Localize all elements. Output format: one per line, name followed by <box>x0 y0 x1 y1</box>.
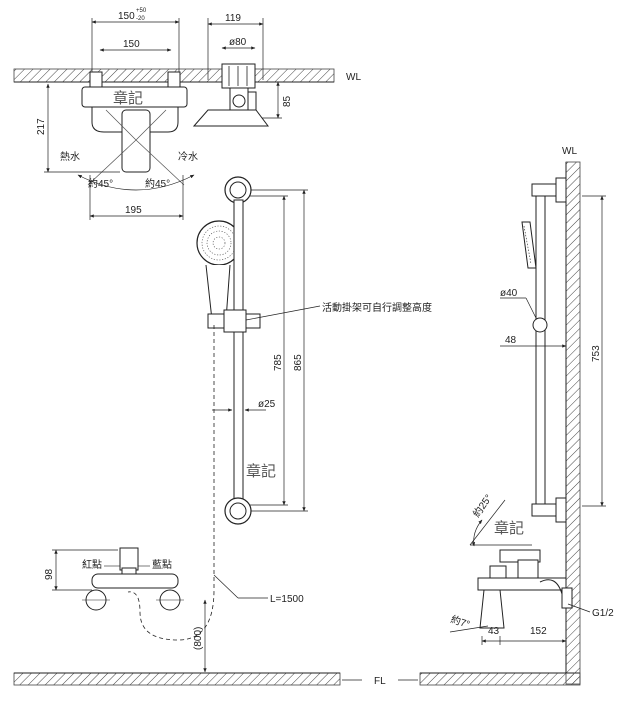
lever-handle-top <box>121 109 151 173</box>
wl-label-side: WL <box>562 146 577 157</box>
hot-label: 熱水 <box>60 150 80 163</box>
stamp-top: 章記 <box>113 89 143 107</box>
dim-195: 195 <box>125 205 142 216</box>
wl-label-top: WL <box>346 72 361 83</box>
dim-85: 85 <box>282 95 293 107</box>
dim-dia25: ø25 <box>258 399 276 410</box>
floor: FL <box>13 672 581 687</box>
mixer-body-front <box>91 573 179 589</box>
dim-150-variable: 150 <box>118 11 135 22</box>
dim-98: 98 <box>44 568 55 580</box>
dim-800: (800) <box>193 627 204 650</box>
dim-150: 150 <box>123 39 140 50</box>
cold-label: 冷水 <box>178 150 198 163</box>
side-hand-shower <box>521 221 537 269</box>
side-view: WL ø40 48 753 約25° 章記 <box>449 146 614 685</box>
hose-length: L=1500 <box>270 594 304 605</box>
bracket-cup <box>221 63 256 89</box>
dim-865: 865 <box>293 354 304 371</box>
slide-bar <box>233 199 244 501</box>
side-slide-bar <box>535 195 546 507</box>
mixer-body-top <box>81 86 188 108</box>
thread-label: G1/2 <box>592 608 614 619</box>
dim-dia40: ø40 <box>500 288 518 299</box>
fl-label: FL <box>374 676 386 687</box>
angle-25: 約25° <box>470 492 495 520</box>
hose <box>127 325 215 641</box>
slide-note: 活動掛架可自行調整高度 <box>322 301 432 314</box>
bracket-base <box>192 109 269 127</box>
front-view: 活動掛架可自行調整高度 章記 785 865 ø25 L=1500 紅點 藍點 <box>44 176 432 673</box>
top-view: WL 150 +50 -20 150 章記 熱水 冷水 約45° 約45° 21… <box>13 8 361 220</box>
dim-217: 217 <box>36 118 47 135</box>
dim-48: 48 <box>505 335 517 346</box>
angle-left: 約45° <box>88 177 113 190</box>
angle-right: 約45° <box>145 177 170 190</box>
stamp-side: 章記 <box>494 519 524 537</box>
side-spout <box>479 589 505 629</box>
dim-tol-plus: +50 <box>136 8 147 14</box>
dim-43: 43 <box>488 626 500 637</box>
red-dot-label: 紅點 <box>82 558 102 571</box>
angle-7: 約7° <box>449 612 472 630</box>
dim-753: 753 <box>591 345 602 362</box>
dim-152: 152 <box>530 626 547 637</box>
stamp-front: 章記 <box>246 462 276 480</box>
dim-785: 785 <box>273 354 284 371</box>
dim-dia80: ø80 <box>229 37 247 48</box>
blue-dot-label: 藍點 <box>152 558 172 571</box>
dim-tol-minus: -20 <box>136 16 145 22</box>
dim-119: 119 <box>225 13 241 24</box>
side-mixer-body <box>477 577 567 591</box>
